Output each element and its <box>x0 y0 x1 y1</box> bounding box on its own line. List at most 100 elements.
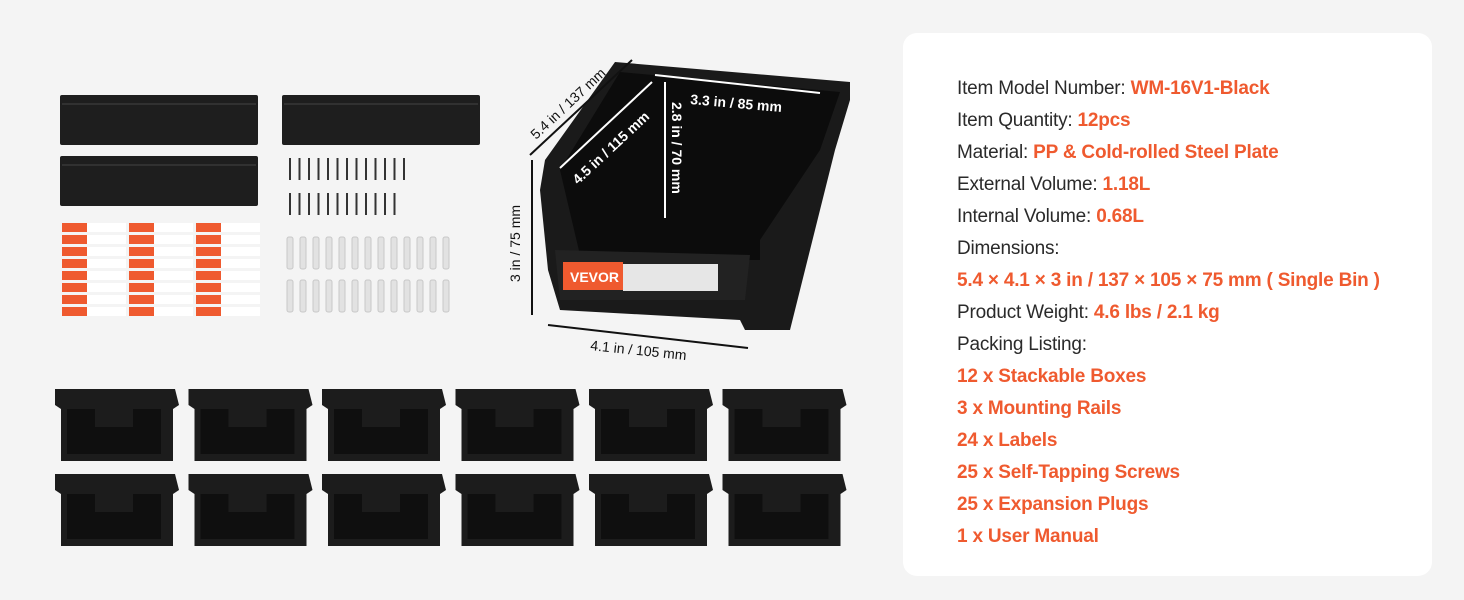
bin-front <box>601 409 695 454</box>
spec-label: Item Model Number: <box>957 78 1131 99</box>
bin-front <box>67 494 161 539</box>
packing-item: 24 x Labels <box>957 430 1058 451</box>
spec-material: Material: PP & Cold-rolled Steel Plate <box>957 137 1380 169</box>
spec-quantity: Item Quantity: 12pcs <box>957 105 1380 137</box>
bin-front <box>734 494 829 539</box>
expansion-plug <box>338 236 346 270</box>
expansion-plug <box>403 279 411 313</box>
spec-ext-volume: External Volume: 1.18L <box>957 169 1380 201</box>
bin-front <box>200 494 295 539</box>
label-brand-mark <box>62 283 87 292</box>
label-strip <box>62 307 126 316</box>
packing-item: 25 x Expansion Plugs <box>957 494 1149 515</box>
label-strip <box>129 259 193 268</box>
bin-front <box>467 494 562 539</box>
label-brand-mark <box>129 307 154 316</box>
label-strip <box>196 271 260 280</box>
label-brand-mark <box>62 295 87 304</box>
spec-label: Product Weight: <box>957 302 1094 323</box>
label-brand-mark <box>129 283 154 292</box>
expansion-plug <box>286 236 294 270</box>
expansion-plug <box>416 236 424 270</box>
label-brand-mark <box>62 223 87 232</box>
label-strip <box>196 307 260 316</box>
label-strip <box>196 283 260 292</box>
bin-dimension-diagram: VEVOR 3.3 in / 85 mm 2.8 in / 70 mm 4.5 … <box>507 59 850 363</box>
label-strip <box>62 235 126 244</box>
height-label: 3 in / 75 mm <box>507 205 523 282</box>
expansion-plug <box>377 236 385 270</box>
spec-label: Internal Volume: <box>957 206 1097 227</box>
label-strip <box>129 235 193 244</box>
screws <box>289 158 405 215</box>
bin-front <box>734 409 829 454</box>
expansion-plug <box>403 236 411 270</box>
bins-grid <box>55 389 847 546</box>
spec-weight: Product Weight: 4.6 lbs / 2.1 kg <box>957 297 1380 329</box>
label-brand-mark <box>196 307 221 316</box>
label-strip <box>196 259 260 268</box>
spec-model: Item Model Number: WM-16V1-Black <box>957 73 1380 105</box>
spec-value: PP & Cold-rolled Steel Plate <box>1033 142 1279 163</box>
spec-label: External Volume: <box>957 174 1103 195</box>
packing-item: 3 x Mounting Rails <box>957 398 1122 419</box>
expansion-plug <box>429 236 437 270</box>
label-brand-mark <box>129 295 154 304</box>
label-brand-mark <box>129 259 154 268</box>
spec-value: WM-16V1-Black <box>1130 78 1270 99</box>
label-brand-mark <box>196 247 221 256</box>
label-brand-mark <box>196 235 221 244</box>
expansion-plug <box>377 279 385 313</box>
label-brand-mark <box>196 295 221 304</box>
label-strip <box>196 247 260 256</box>
packing-label: Packing Listing: <box>957 334 1087 355</box>
spec-value: 12pcs <box>1077 110 1131 131</box>
expansion-plug <box>442 279 450 313</box>
mounting-rails <box>60 95 480 206</box>
spec-int-volume: Internal Volume: 0.68L <box>957 201 1380 233</box>
expansion-plug <box>325 279 333 313</box>
bin-front <box>334 494 428 539</box>
label-brand-mark <box>62 307 87 316</box>
expansion-plug <box>429 279 437 313</box>
spec-label: Material: <box>957 142 1034 163</box>
label-brand-mark <box>196 283 221 292</box>
label-strip <box>196 235 260 244</box>
spec-dimensions-label: Dimensions: <box>957 238 1060 259</box>
label-strip <box>62 247 126 256</box>
label-strip <box>129 307 193 316</box>
label-strip <box>62 283 126 292</box>
label-brand-mark <box>129 247 154 256</box>
label-brand-mark <box>62 235 87 244</box>
label-strip <box>129 283 193 292</box>
packing-item: 25 x Self-Tapping Screws <box>957 462 1180 483</box>
label-brand-mark <box>62 259 87 268</box>
bin-front <box>67 409 161 454</box>
expansion-plug <box>442 236 450 270</box>
expansion-plug <box>312 279 320 313</box>
spec-value: 4.6 lbs / 2.1 kg <box>1093 302 1220 323</box>
expansion-plug <box>351 279 359 313</box>
label-brand-mark <box>196 271 221 280</box>
spec-value: 0.68L <box>1096 206 1144 227</box>
expansion-plug <box>325 236 333 270</box>
label-strip <box>129 247 193 256</box>
label-brand-mark <box>129 271 154 280</box>
expansion-plug <box>299 236 307 270</box>
bin-front <box>200 409 295 454</box>
expansion-plug <box>390 236 398 270</box>
label-brand-mark <box>129 235 154 244</box>
expansion-plug <box>364 279 372 313</box>
label-brand-mark <box>196 223 221 232</box>
expansion-plug <box>299 279 307 313</box>
label-strip <box>62 223 126 232</box>
bin-front <box>601 494 695 539</box>
inner-height-label: 2.8 in / 70 mm <box>669 102 685 194</box>
label-strip <box>62 271 126 280</box>
label-strip <box>62 259 126 268</box>
expansion-plug <box>351 236 359 270</box>
label-strip <box>196 223 260 232</box>
spec-value: 1.18L <box>1102 174 1151 195</box>
bin-front <box>467 409 562 454</box>
label-strip <box>129 271 193 280</box>
